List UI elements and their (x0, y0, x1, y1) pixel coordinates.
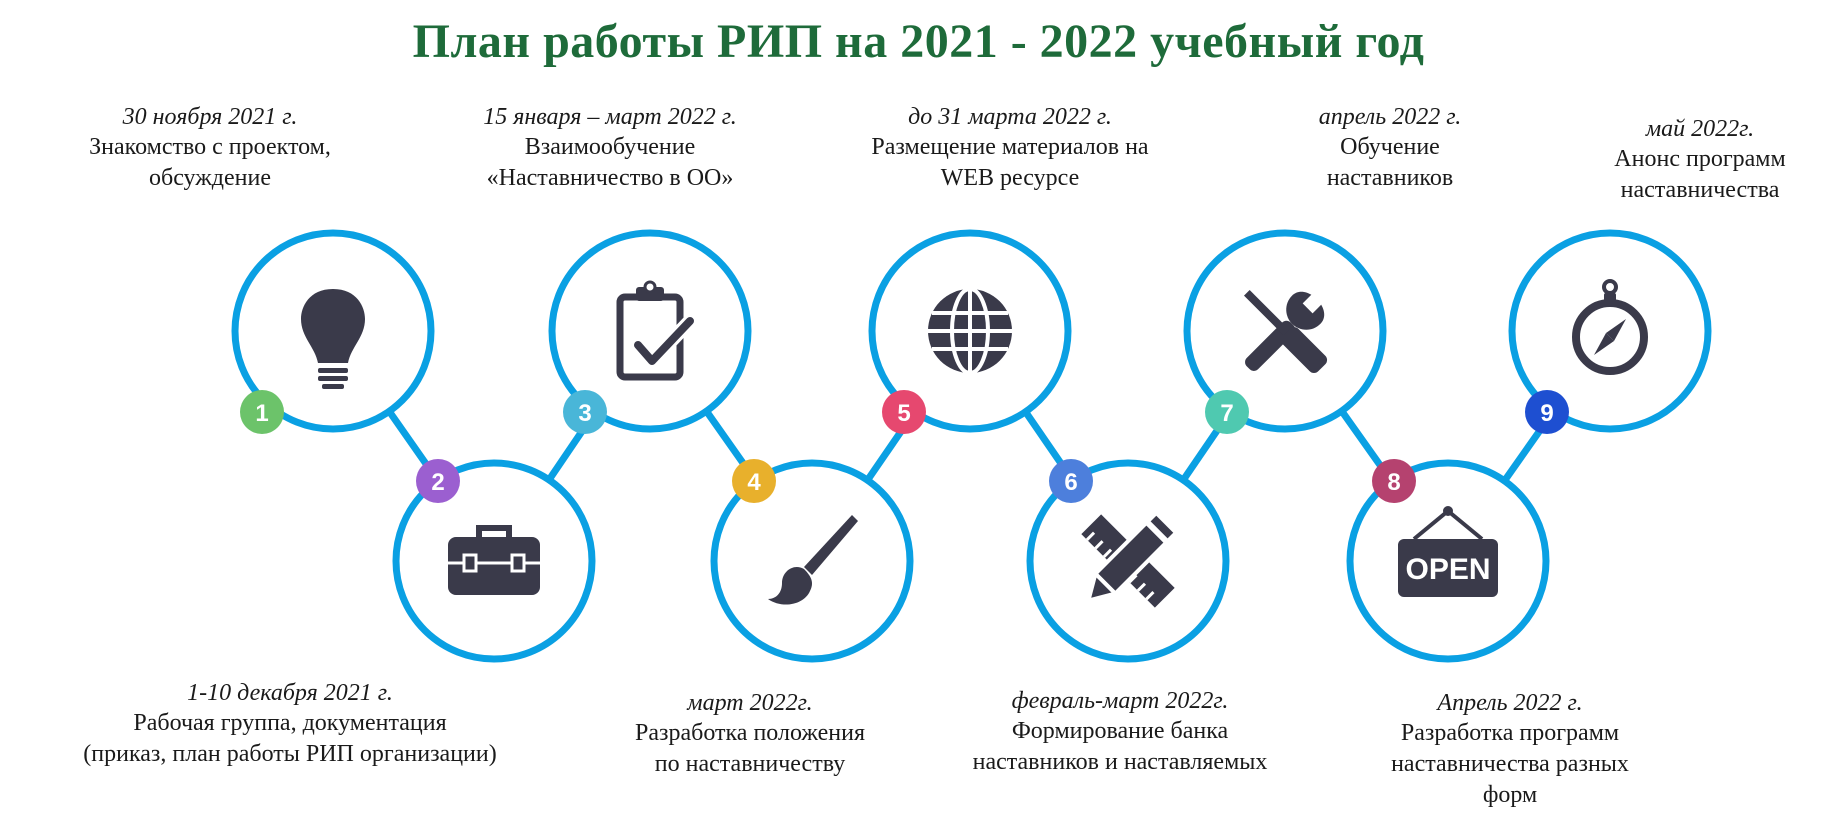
timeline-icons: OPEN (301, 279, 1648, 608)
step-badge-number: 4 (747, 469, 761, 496)
step-badge-number: 6 (1064, 469, 1077, 496)
step-badge-8: 8 (1372, 459, 1416, 503)
tools-icon (1243, 287, 1329, 374)
step-badge-number: 8 (1387, 469, 1400, 496)
briefcase-icon (448, 525, 540, 595)
step-badge-number: 2 (431, 469, 444, 496)
lightbulb-icon (301, 289, 365, 389)
step-badge-number: 5 (897, 400, 910, 427)
step-3-description: Взаимообучение «Наставничество в ОО» (486, 134, 734, 191)
step-8-date: Апрель 2022 г. (1437, 690, 1583, 716)
step-badge-number: 3 (578, 400, 591, 427)
step-5-text: до 31 марта 2022 г. Размещение материало… (830, 102, 1190, 194)
step-3-text: 15 января – март 2022 г. Взаимообучение … (430, 102, 790, 194)
clipboard-check-icon (616, 280, 697, 381)
step-6-text: февраль-март 2022г. Формирование банка н… (930, 686, 1310, 778)
step-badge-2: 2 (416, 459, 460, 503)
step-badge-4: 4 (732, 459, 776, 503)
step-8-description: Разработка программ наставничества разны… (1391, 720, 1629, 808)
timeline-badges: 1 2 3 4 5 6 7 8 9 (240, 390, 1569, 503)
pencil-ruler-icon (1081, 510, 1179, 608)
compass-icon (1572, 279, 1648, 375)
step-4-date: март 2022г. (687, 690, 813, 716)
step-7-date: апрель 2022 г. (1318, 104, 1462, 130)
open-sign-text: OPEN (1405, 553, 1490, 586)
step-badge-3: 3 (563, 390, 607, 434)
step-ring-3 (548, 229, 752, 433)
step-5-description: Размещение материалов на WEB ресурсе (871, 134, 1149, 191)
step-badge-7: 7 (1205, 390, 1249, 434)
globe-icon (928, 287, 1012, 375)
step-badge-1: 1 (240, 390, 284, 434)
step-4-text: март 2022г. Разработка положения по наст… (590, 688, 910, 780)
step-2-date: 1-10 декабря 2021 г. (187, 680, 393, 706)
step-1-description: Знакомство с проектом, обсуждение (89, 134, 331, 191)
step-4-description: Разработка положения по наставничеству (634, 720, 865, 777)
step-1-date: 30 ноября 2021 г. (122, 104, 298, 130)
step-5-date: до 31 марта 2022 г. (908, 104, 1112, 130)
step-badge-9: 9 (1525, 390, 1569, 434)
step-7-description: Обучение наставников (1326, 134, 1454, 191)
page-title: План работы РИП на 2021 - 2022 учебный г… (412, 15, 1425, 68)
step-6-date: февраль-март 2022г. (1011, 688, 1229, 714)
step-8-text: Апрель 2022 г. Разработка программ наста… (1340, 688, 1680, 811)
step-2-text: 1-10 декабря 2021 г. Рабочая группа, док… (20, 678, 560, 770)
step-7-text: апрель 2022 г. Обучение наставников (1275, 102, 1505, 194)
step-3-date: 15 января – март 2022 г. (483, 104, 737, 130)
step-badge-5: 5 (882, 390, 926, 434)
step-1-text: 30 ноября 2021 г. Знакомство с проектом,… (30, 102, 390, 194)
step-badge-number: 7 (1220, 400, 1233, 427)
step-9-text: май 2022г. Анонс программ наставничества (1570, 114, 1830, 206)
open-sign-icon: OPEN (1398, 506, 1498, 597)
step-badge-number: 9 (1540, 400, 1553, 427)
step-badge-6: 6 (1049, 459, 1093, 503)
step-6-description: Формирование банка наставников и наставл… (972, 718, 1268, 775)
step-2-description: Рабочая группа, документация (приказ, пл… (83, 710, 497, 767)
step-9-date: май 2022г. (1645, 116, 1755, 142)
step-badge-number: 1 (255, 400, 268, 427)
step-9-description: Анонс программ наставничества (1614, 146, 1786, 203)
paintbrush-icon (768, 515, 858, 605)
